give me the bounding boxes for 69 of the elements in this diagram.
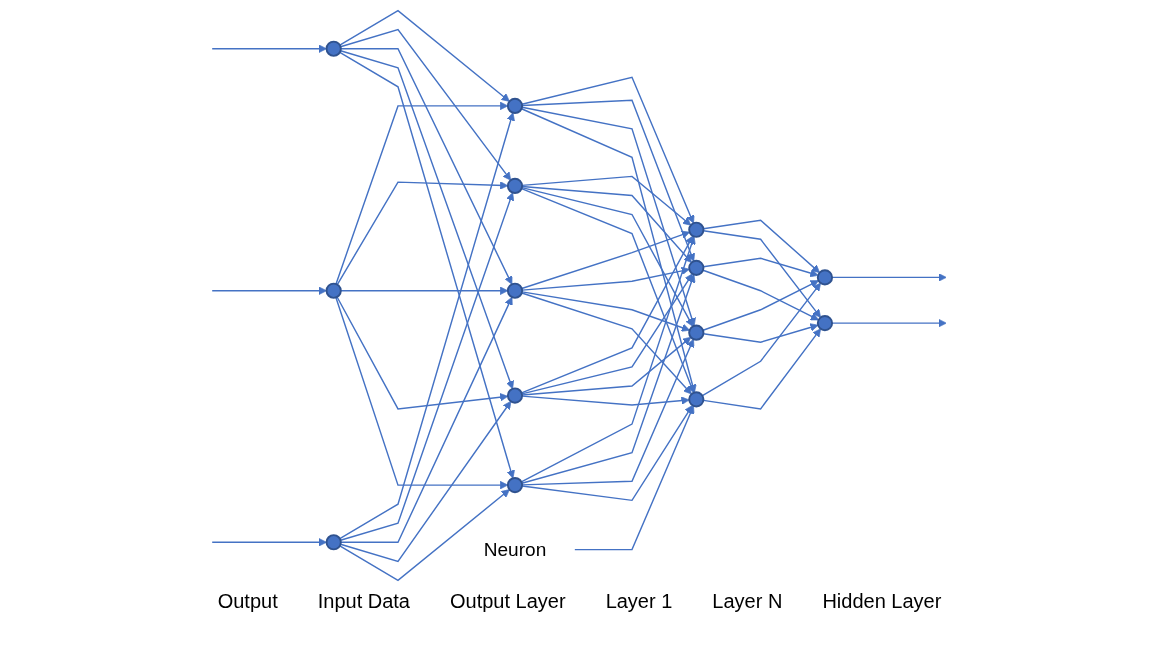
arrow xyxy=(211,537,328,546)
arrow xyxy=(339,51,516,479)
arrow xyxy=(211,44,328,53)
node-circle xyxy=(817,268,834,285)
arrow xyxy=(335,101,509,285)
arrow xyxy=(702,327,822,410)
arrow xyxy=(339,9,510,102)
node-circle xyxy=(507,177,524,194)
arrow xyxy=(339,111,516,539)
arrow xyxy=(340,191,515,541)
layer-label: Input Data xyxy=(317,590,410,613)
arrow xyxy=(335,296,509,489)
arrow xyxy=(521,76,695,224)
arrow xyxy=(521,230,691,289)
arrow xyxy=(521,338,695,486)
node-circle xyxy=(507,476,524,493)
arrow xyxy=(340,286,509,295)
arrow xyxy=(521,291,693,394)
arrow xyxy=(831,272,947,282)
arrow xyxy=(521,266,690,291)
arrow xyxy=(702,229,822,318)
arrow xyxy=(340,47,513,285)
arrow xyxy=(521,175,692,226)
arrow xyxy=(339,488,510,581)
node-circle xyxy=(325,40,342,57)
arrow xyxy=(702,322,819,343)
node-circle xyxy=(325,533,342,550)
arrow xyxy=(702,218,821,273)
layer-label: Hidden Layer xyxy=(822,590,942,613)
arrow xyxy=(574,405,695,550)
node-text: Neuron xyxy=(483,538,547,560)
node-circle xyxy=(688,390,705,407)
arrow xyxy=(521,273,696,484)
arrow xyxy=(336,295,509,410)
arrow xyxy=(521,235,694,394)
arrow xyxy=(336,180,509,285)
layer-label: Output Layer xyxy=(450,590,566,613)
arrow xyxy=(521,394,690,406)
node-circle xyxy=(507,386,524,404)
arrow xyxy=(211,286,328,295)
node-circle xyxy=(507,97,524,114)
layer-label: Output xyxy=(217,590,278,613)
arrow xyxy=(521,336,692,396)
arrow xyxy=(521,106,697,326)
arrow xyxy=(521,404,694,501)
arrow xyxy=(521,273,693,395)
arrow xyxy=(521,185,693,263)
node-circle xyxy=(688,259,705,276)
arrow xyxy=(521,107,697,393)
arrow xyxy=(521,98,696,262)
node-circle xyxy=(688,324,705,341)
arrow xyxy=(702,269,820,320)
arrow xyxy=(520,235,696,482)
arrow xyxy=(702,279,820,331)
arrow xyxy=(340,49,515,389)
node-circle xyxy=(817,314,834,331)
layer-label: Layer 1 xyxy=(605,590,673,613)
arrow xyxy=(521,186,694,327)
arrow xyxy=(702,257,819,277)
arrow xyxy=(521,290,691,332)
arrow xyxy=(831,318,947,327)
node-circle xyxy=(507,282,524,299)
arrow xyxy=(701,282,822,396)
arrow xyxy=(340,28,512,181)
layer-label: Layer N xyxy=(712,590,783,613)
node-circle xyxy=(325,282,342,299)
arrow xyxy=(340,296,513,543)
arrow xyxy=(340,400,512,562)
node-circle xyxy=(688,221,705,238)
